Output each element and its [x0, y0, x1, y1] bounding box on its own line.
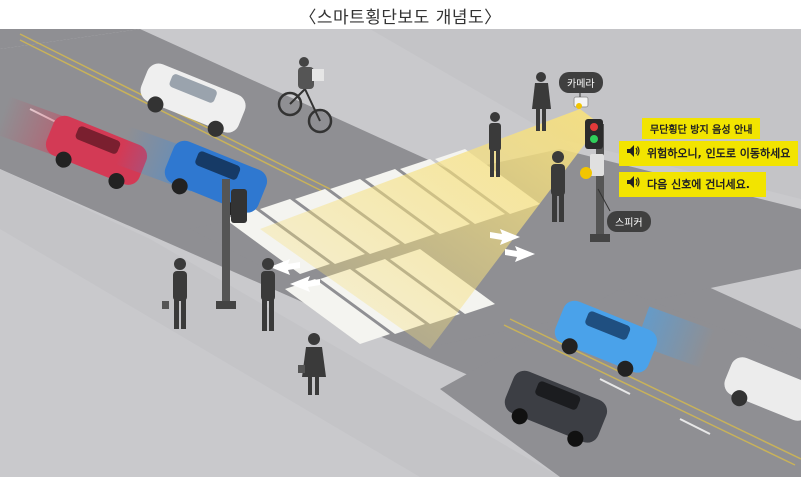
message-2-text: 다음 신호에 건너세요. — [647, 178, 750, 191]
cyclist — [277, 57, 333, 134]
camera-label: 카메라 — [559, 72, 603, 93]
message-1-text: 위험하오니, 인도로 이동하세요 — [647, 147, 791, 160]
traffic-signal-right — [580, 119, 610, 242]
diagram-title: 〈스마트횡단보도 개념도〉 — [299, 8, 502, 28]
crosswalk-scene: 카메라 스피커 무단횡단 방지 음성 안내 위험하오니, 인도로 이동하세요 다… — [0, 29, 801, 477]
white-car-right — [724, 357, 801, 421]
speaker-leader-line — [597, 188, 611, 212]
camera-device — [573, 96, 589, 109]
pedestrian — [261, 258, 275, 331]
pedestrian — [532, 72, 551, 131]
pedestrian — [162, 258, 187, 329]
announcement-message-2: 다음 신호에 건너세요. — [619, 172, 766, 197]
pedestrian — [489, 112, 501, 177]
lower-left-sidewalk — [0, 169, 560, 477]
blue-car-lower — [554, 300, 658, 377]
red-car — [45, 115, 148, 190]
announcement-message-1: 위험하오니, 인도로 이동하세요 — [619, 141, 799, 166]
center-line-bottom — [509, 318, 801, 460]
pedestrian — [298, 333, 326, 395]
white-car — [140, 63, 246, 137]
traffic-signal-left — [216, 179, 247, 309]
pedestrian — [551, 151, 565, 222]
crosswalk-arrows — [270, 229, 535, 292]
announcement-title: 무단횡단 방지 음성 안내 — [642, 118, 761, 139]
camera-detection-beam — [260, 109, 600, 349]
pedestrians — [162, 72, 565, 395]
dark-car — [504, 370, 608, 447]
speaker-label: 스피커 — [607, 211, 651, 232]
scene-illustration — [0, 29, 801, 477]
speaker-icon — [627, 172, 643, 197]
speaker-icon — [627, 141, 643, 166]
